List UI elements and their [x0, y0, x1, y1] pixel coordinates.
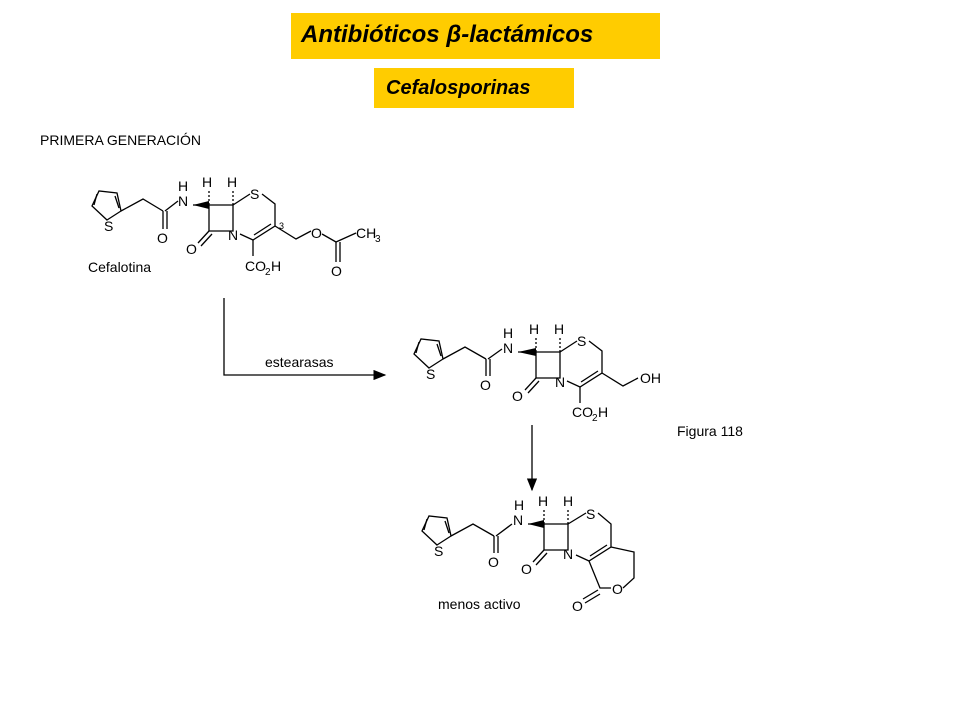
reaction-arrow-esterases [223, 298, 387, 381]
atom-o-lactam: O [186, 241, 197, 257]
wedge-bond-2 [518, 348, 536, 356]
atom-s-thiophene: S [104, 218, 113, 234]
atom-h-amide: H [178, 178, 188, 194]
atom-s-ring-2: S [577, 333, 586, 349]
page-subtitle: Cefalosporinas [386, 77, 531, 99]
atom-n-amide-2: N [503, 340, 513, 356]
atom-o-amide: O [157, 230, 168, 246]
atom-s-thiophene-3: S [434, 543, 443, 559]
atom-o-amide-2: O [480, 377, 491, 393]
atom-s-ring-3: S [586, 506, 595, 522]
atom-o-lactam-2: O [512, 388, 523, 404]
atom-s-ring: S [250, 186, 259, 202]
atom-s-thiophene-2: S [426, 366, 435, 382]
atom-h2: H [227, 174, 237, 190]
molecule-name-lactona: menos activo [438, 596, 521, 612]
atom-o-lactone-carbonyl: O [572, 598, 583, 614]
molecule-cefalotina-labels: S O H N H H S N O 3 O CH 3 O CO 2 H Cefa… [88, 174, 381, 279]
enzyme-label: estearasas [265, 354, 333, 370]
position-3-label: 3 [279, 221, 284, 231]
molecule-desacetil-labels: S O H N H H S N O OH CO 2 H [426, 321, 661, 424]
atom-oh: OH [640, 370, 661, 386]
atom-h1: H [202, 174, 212, 190]
atom-ch3: CH [356, 225, 376, 241]
atom-co2h-h: H [271, 258, 281, 274]
atom-o-lactam-3: O [521, 561, 532, 577]
atom-h1-2: H [529, 321, 539, 337]
molecule-lactona [421, 508, 635, 604]
atom-co2h: CO [245, 258, 266, 274]
wedge-bond-1 [193, 201, 209, 209]
atom-o-ester: O [311, 225, 322, 241]
section-label: PRIMERA GENERACIÓN [40, 132, 202, 148]
atom-co2h-subscript-2: 2 [592, 413, 598, 424]
atom-h2-2: H [554, 321, 564, 337]
atom-h2-3: H [563, 493, 573, 509]
atom-o-amide-3: O [488, 554, 499, 570]
atom-o-lactone: O [612, 581, 623, 597]
atom-n-ring: N [228, 227, 238, 243]
atom-n-ring-3: N [563, 546, 573, 562]
molecule-name-cefalotina: Cefalotina [88, 259, 151, 275]
molecule-desacetil [413, 336, 639, 403]
subtitle-banner: Cefalosporinas [374, 68, 574, 108]
atom-h-amide-3: H [514, 497, 524, 513]
atom-co2h-h-2: H [598, 404, 608, 420]
atom-n-ring-2: N [555, 374, 565, 390]
atom-n-amide-3: N [513, 512, 523, 528]
atom-o-carbonyl: O [331, 263, 342, 279]
atom-h-amide-2: H [503, 325, 513, 341]
molecule-lactona-labels: S O H N H H S N O O O menos activo [434, 493, 623, 614]
atom-ch3-subscript: 3 [375, 234, 381, 245]
wedge-bond-3 [528, 520, 544, 528]
atom-n-amide: N [178, 193, 188, 209]
title-banner: Antibióticos β-lactámicos [291, 13, 660, 59]
figure-label: Figura 118 [677, 423, 743, 439]
atom-co2h-2: CO [572, 404, 593, 420]
atom-h1-3: H [538, 493, 548, 509]
atom-co2h-subscript: 2 [265, 267, 271, 278]
page-title: Antibióticos β-lactámicos [301, 21, 594, 48]
